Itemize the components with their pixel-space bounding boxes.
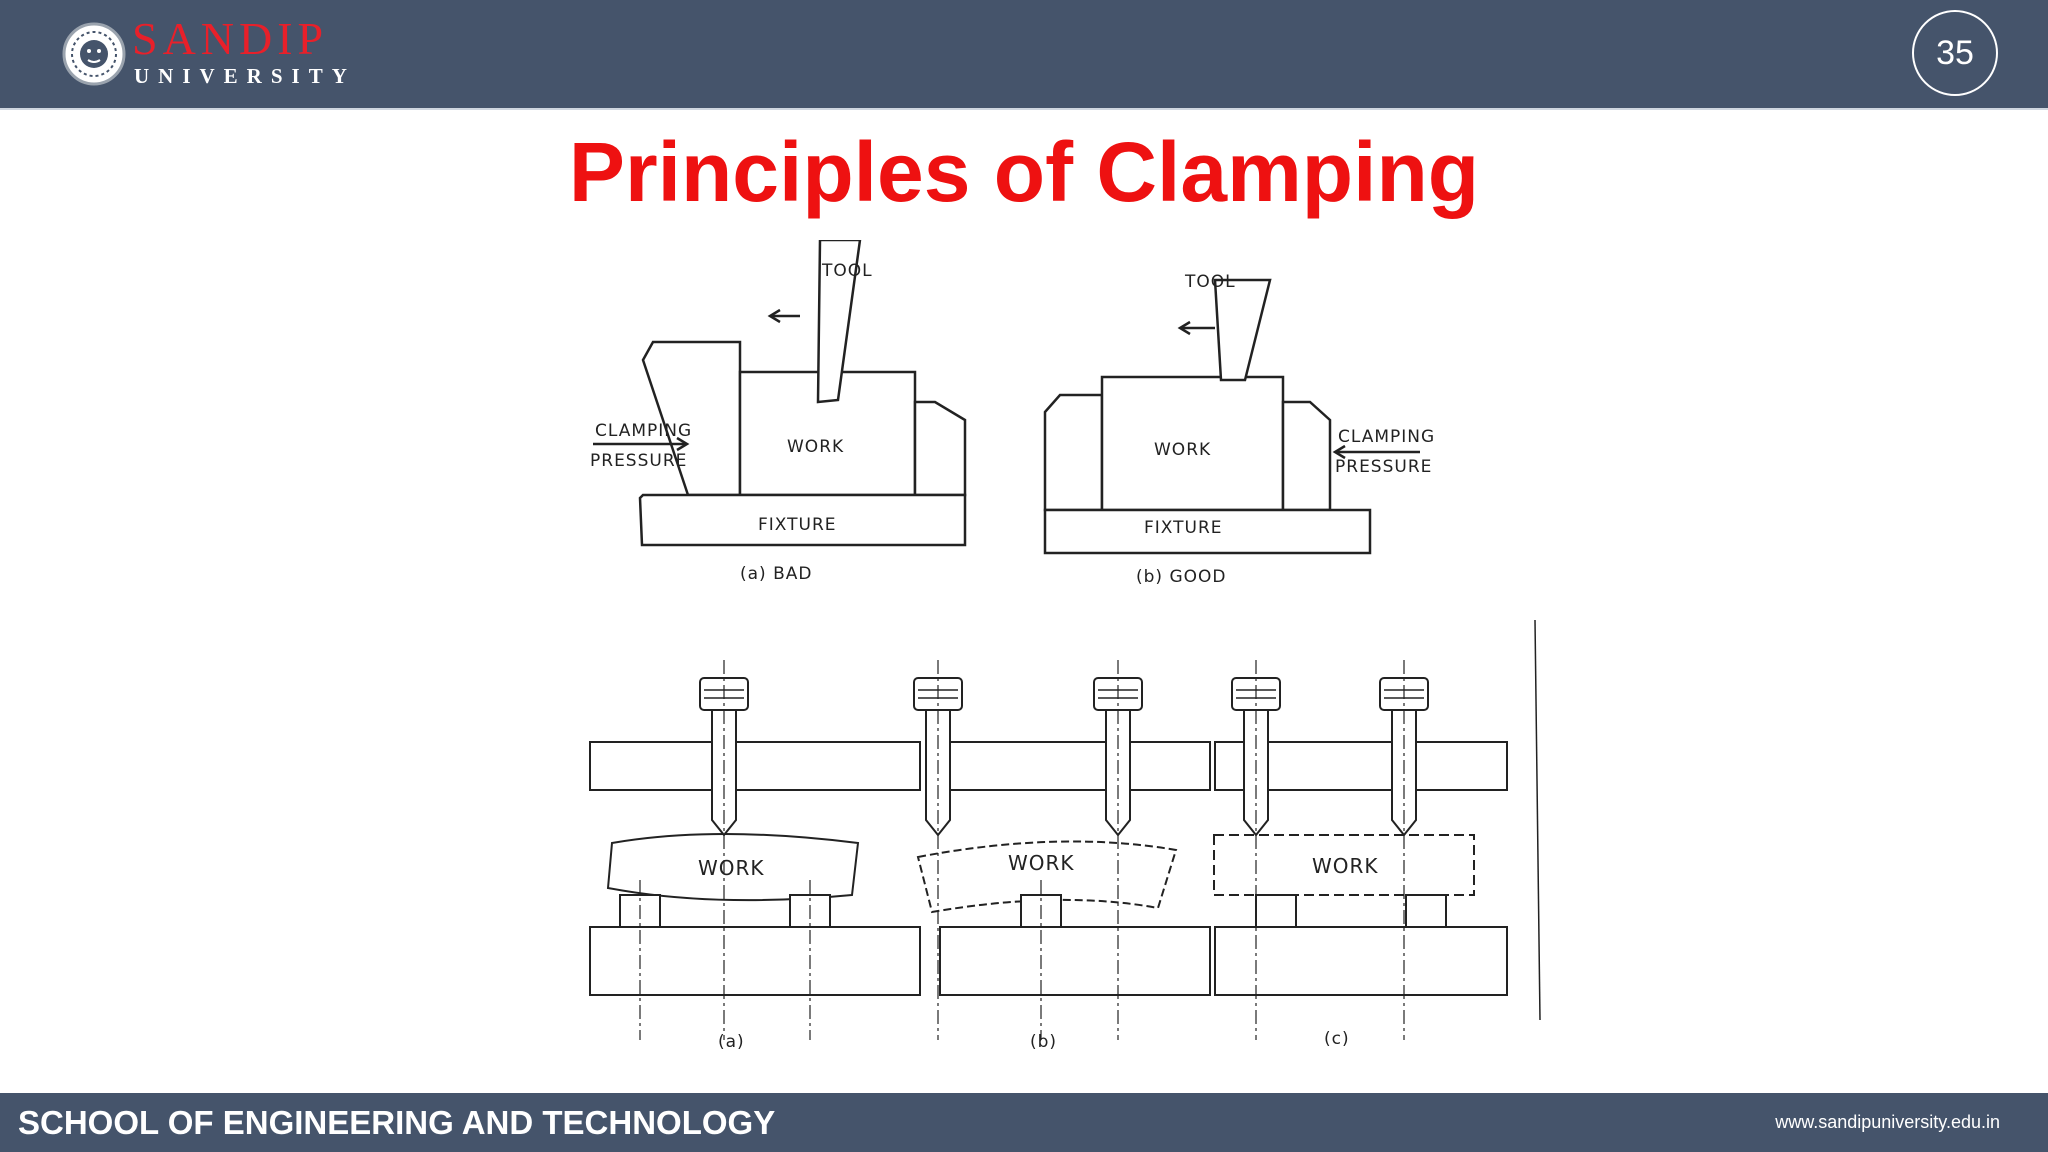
logo-subtitle: UNIVERSITY [134,64,356,88]
university-logo[interactable]: SANDIP UNIVERSITY [62,13,362,94]
caption-bottom-b: (b) [1030,1032,1057,1052]
work-label-a: WORK [787,437,844,457]
work-label-bottom-b: WORK [1008,851,1075,875]
diagram-bad [593,240,967,547]
fixture-label-b: FIXTURE [1144,518,1223,538]
fixture-label-a: FIXTURE [758,515,837,535]
diagram-bottom [589,619,1541,1040]
page-number-badge: 35 [1912,10,1998,96]
lion-emblem-icon [62,22,126,86]
tool-label-b: TOOL [1184,272,1236,292]
caption-bottom-a: (a) [718,1032,745,1052]
caption-top-b: (b) GOOD [1136,567,1227,587]
logo-name: SANDIP [132,13,329,64]
tool-label-a: TOOL [821,261,873,281]
clamping-label-a-line1: CLAMPING [595,421,692,441]
clamping-label-a-line2: PRESSURE [590,451,687,471]
work-label-b: WORK [1154,440,1211,460]
header-bar: SANDIP UNIVERSITY 35 [0,0,2048,110]
clamping-label-b-line2: PRESSURE [1335,457,1432,477]
website-link[interactable]: www.sandipuniversity.edu.in [1775,1112,2000,1132]
caption-bottom-c: (c) [1324,1029,1350,1049]
clamping-diagram-full: TOOL TOOL CLAMPING PRESSURE CLAMPING PRE… [540,240,1570,1100]
caption-top-a: (a) BAD [740,564,812,584]
school-name: SCHOOL OF ENGINEERING AND TECHNOLOGY [18,1104,776,1141]
clamping-label-b-line1: CLAMPING [1338,427,1435,447]
footer-bar: SCHOOL OF ENGINEERING AND TECHNOLOGY www… [0,1093,2048,1152]
slide-title: Principles of Clamping [568,125,1480,219]
work-label-bottom-c: WORK [1312,854,1379,878]
work-label-bottom-a: WORK [698,856,765,880]
diagram-good [1043,278,1420,555]
